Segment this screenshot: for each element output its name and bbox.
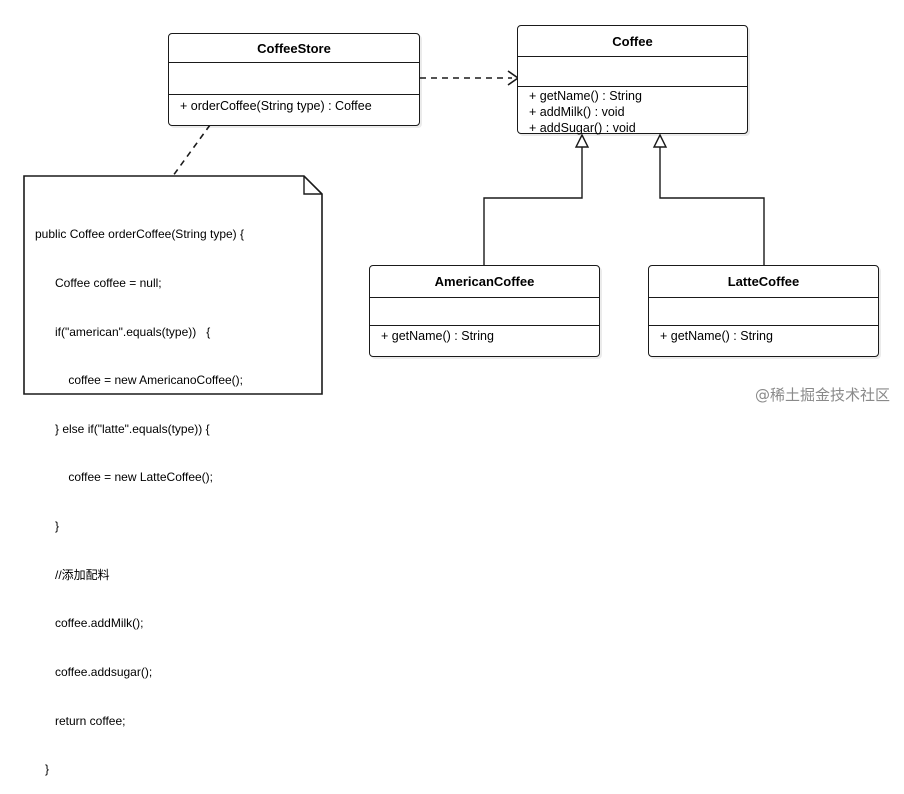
class-americancoffee: AmericanCoffee + getName() : String	[369, 265, 600, 357]
generalization-arrowhead-latte	[652, 133, 668, 148]
class-name: LatteCoffee	[649, 266, 878, 298]
operation: + addSugar() : void	[529, 121, 636, 135]
note-line: Coffee coffee = null;	[35, 276, 162, 291]
note-fold	[303, 176, 322, 195]
note-line: }	[35, 519, 60, 534]
note-line: //添加配料	[35, 567, 110, 582]
operation: + addMilk() : void	[529, 105, 625, 119]
class-operations: + getName() : String	[370, 326, 599, 345]
class-coffee: Coffee + getName() : String + addMilk() …	[517, 25, 748, 136]
note-line: coffee.addsugar();	[35, 664, 153, 679]
watermark: @稀土掘金技术社区	[754, 386, 890, 404]
note-line: coffee = new LatteCoffee();	[35, 470, 213, 485]
code-note: public Coffee orderCoffee(String type) {…	[35, 194, 244, 794]
class-attributes	[169, 63, 419, 95]
class-attributes	[649, 298, 878, 326]
class-attributes	[518, 57, 747, 87]
class-operations: + getName() : String	[649, 326, 878, 345]
generalization-arrowhead-american	[574, 133, 590, 148]
operation: + getName() : String	[381, 329, 494, 343]
class-name: AmericanCoffee	[370, 266, 599, 298]
operation: + orderCoffee(String type) : Coffee	[180, 99, 372, 113]
note-line: } else if("latte".equals(type)) {	[35, 421, 210, 436]
class-name: CoffeeStore	[169, 34, 419, 63]
relationship-lines	[23, 70, 765, 395]
generalization-line-american	[483, 147, 583, 265]
note-shape	[23, 175, 323, 395]
note-line: coffee.addMilk();	[35, 616, 144, 631]
class-operations: + getName() : String + addMilk() : void …	[518, 87, 747, 136]
note-line: public Coffee orderCoffee(String type) {	[35, 227, 245, 242]
class-operations: + orderCoffee(String type) : Coffee	[169, 95, 419, 115]
note-line: if("american".equals(type)) {	[35, 324, 211, 339]
class-name: Coffee	[518, 26, 747, 57]
class-lattecoffee: LatteCoffee + getName() : String	[648, 265, 879, 357]
generalization-line-latte	[659, 147, 765, 265]
operation: + getName() : String	[529, 89, 642, 103]
note-line: return coffee;	[35, 713, 126, 728]
note-line: coffee = new AmericanoCoffee();	[35, 373, 243, 388]
class-coffeestore: CoffeeStore + orderCoffee(String type) :…	[168, 33, 420, 126]
note-anchor-line	[169, 124, 211, 181]
operation: + getName() : String	[660, 329, 773, 343]
note-line: }	[35, 762, 50, 777]
class-attributes	[370, 298, 599, 326]
